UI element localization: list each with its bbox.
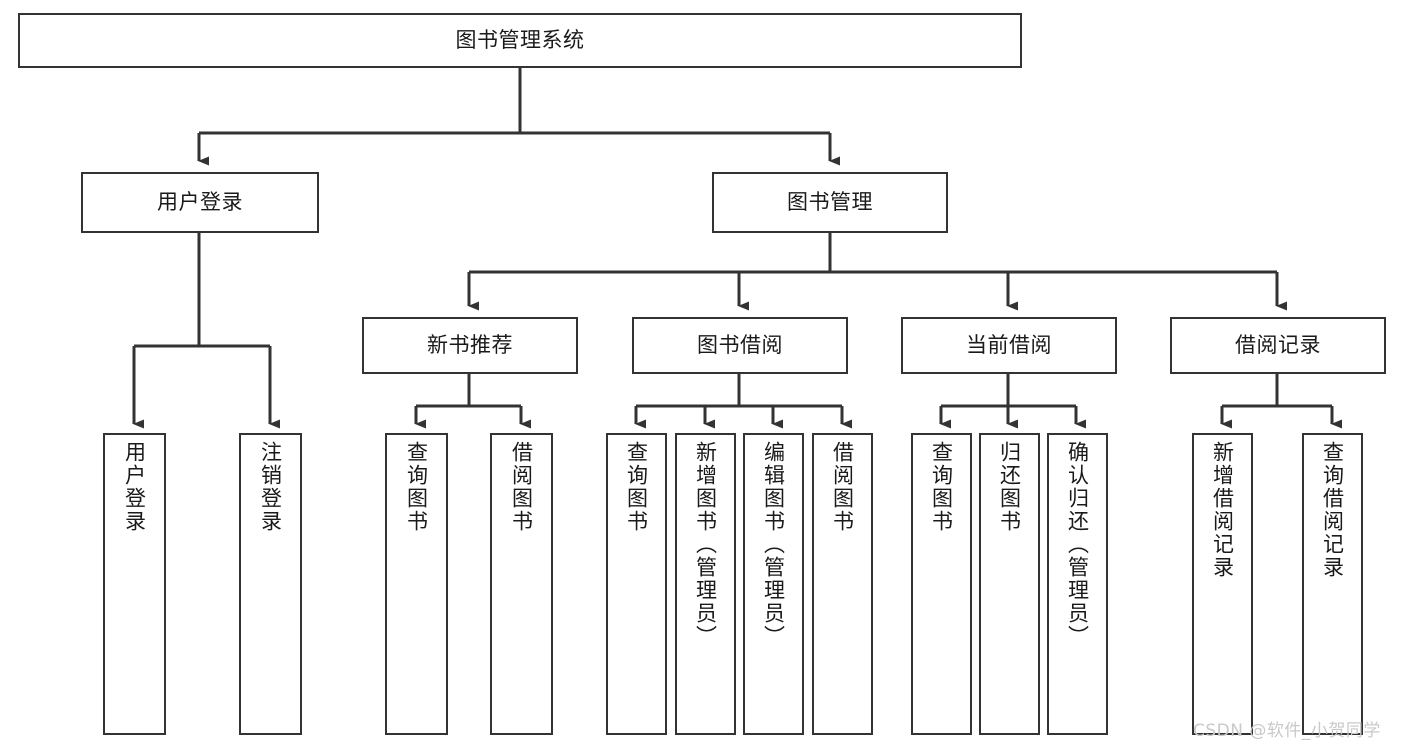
node-leaf-query-book-borrow[interactable]: 查询图书 — [606, 433, 667, 735]
node-leaf-query-book-recommend-label: 查询图书 — [404, 441, 429, 533]
node-leaf-query-borrow-record-label: 查询借阅记录 — [1320, 441, 1345, 579]
node-book-borrow[interactable]: 图书借阅 — [632, 317, 848, 374]
node-leaf-query-book-borrow-label: 查询图书 — [624, 441, 649, 533]
node-leaf-logout-login-label: 注销登录 — [258, 441, 283, 533]
node-leaf-confirm-return-label: 确认归还（管理员） — [1065, 441, 1090, 648]
node-borrow-record[interactable]: 借阅记录 — [1170, 317, 1386, 374]
node-leaf-return-book-label: 归还图书 — [997, 441, 1022, 533]
node-leaf-borrow-book-label: 借阅图书 — [830, 441, 855, 533]
node-leaf-query-borrow-record[interactable]: 查询借阅记录 — [1302, 433, 1363, 735]
node-leaf-query-book-recommend[interactable]: 查询图书 — [385, 433, 448, 735]
node-leaf-user-login[interactable]: 用户登录 — [103, 433, 166, 735]
node-leaf-return-book[interactable]: 归还图书 — [979, 433, 1040, 735]
node-root-book-management-system[interactable]: 图书管理系统 — [18, 13, 1022, 68]
node-book-management-label: 图书管理 — [787, 190, 873, 215]
node-current-borrow[interactable]: 当前借阅 — [901, 317, 1117, 374]
node-book-borrow-label: 图书借阅 — [697, 333, 783, 358]
node-new-book-recommend[interactable]: 新书推荐 — [362, 317, 578, 374]
node-leaf-query-book-current-label: 查询图书 — [929, 441, 954, 533]
node-leaf-user-login-label: 用户登录 — [122, 441, 147, 533]
node-book-management[interactable]: 图书管理 — [712, 172, 948, 233]
node-leaf-borrow-book-recommend-label: 借阅图书 — [509, 441, 534, 533]
node-new-book-recommend-label: 新书推荐 — [427, 333, 513, 358]
node-leaf-add-borrow-record-label: 新增借阅记录 — [1210, 441, 1235, 579]
node-current-borrow-label: 当前借阅 — [966, 333, 1052, 358]
node-user-login-label: 用户登录 — [157, 190, 243, 215]
node-leaf-borrow-book-recommend[interactable]: 借阅图书 — [490, 433, 553, 735]
node-leaf-confirm-return[interactable]: 确认归还（管理员） — [1047, 433, 1108, 735]
node-leaf-logout-login[interactable]: 注销登录 — [239, 433, 302, 735]
csdn-watermark: CSDN @软件_小贺同学 — [1193, 721, 1381, 741]
node-root-label: 图书管理系统 — [455, 28, 585, 53]
node-leaf-add-book[interactable]: 新增图书（管理员） — [675, 433, 736, 735]
node-leaf-query-book-current[interactable]: 查询图书 — [911, 433, 972, 735]
node-leaf-add-book-label: 新增图书（管理员） — [693, 441, 718, 648]
node-leaf-edit-book-label: 编辑图书（管理员） — [761, 441, 786, 648]
node-leaf-borrow-book[interactable]: 借阅图书 — [812, 433, 873, 735]
node-leaf-edit-book[interactable]: 编辑图书（管理员） — [743, 433, 804, 735]
node-user-login[interactable]: 用户登录 — [81, 172, 319, 233]
node-borrow-record-label: 借阅记录 — [1235, 333, 1321, 358]
node-leaf-add-borrow-record[interactable]: 新增借阅记录 — [1192, 433, 1253, 735]
